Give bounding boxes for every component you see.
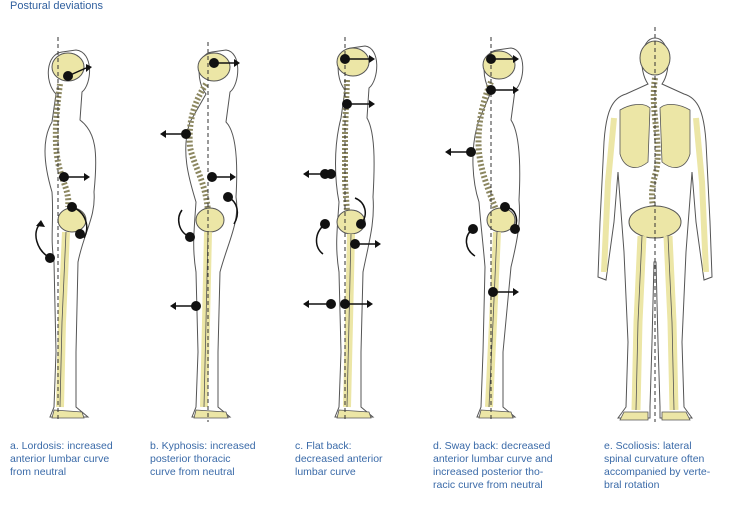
sway-back-illustration bbox=[445, 37, 524, 422]
scoliosis-illustration bbox=[597, 27, 713, 422]
diagram-title: Postural deviations bbox=[10, 0, 103, 12]
flat-back-illustration bbox=[303, 37, 381, 422]
caption-sway-back: d. Sway back: decreased anterior lumbar … bbox=[433, 440, 553, 491]
lordosis-illustration bbox=[35, 37, 97, 422]
kyphosis-illustration bbox=[160, 42, 240, 422]
figure-flat-back bbox=[295, 22, 405, 437]
caption-lordosis: a. Lordosis: increased anterior lumbar c… bbox=[10, 440, 113, 478]
figure-kyphosis bbox=[150, 22, 270, 437]
caption-flat-back: c. Flat back: decreased anterior lumbar … bbox=[295, 440, 383, 478]
figure-scoliosis bbox=[590, 22, 720, 437]
caption-scoliosis: e. Scoliosis: lateral spinal curvature o… bbox=[604, 440, 711, 491]
figure-sway-back bbox=[435, 22, 545, 437]
figure-lordosis bbox=[10, 22, 130, 437]
caption-kyphosis: b. Kyphosis: increased posterior thoraci… bbox=[150, 440, 256, 478]
